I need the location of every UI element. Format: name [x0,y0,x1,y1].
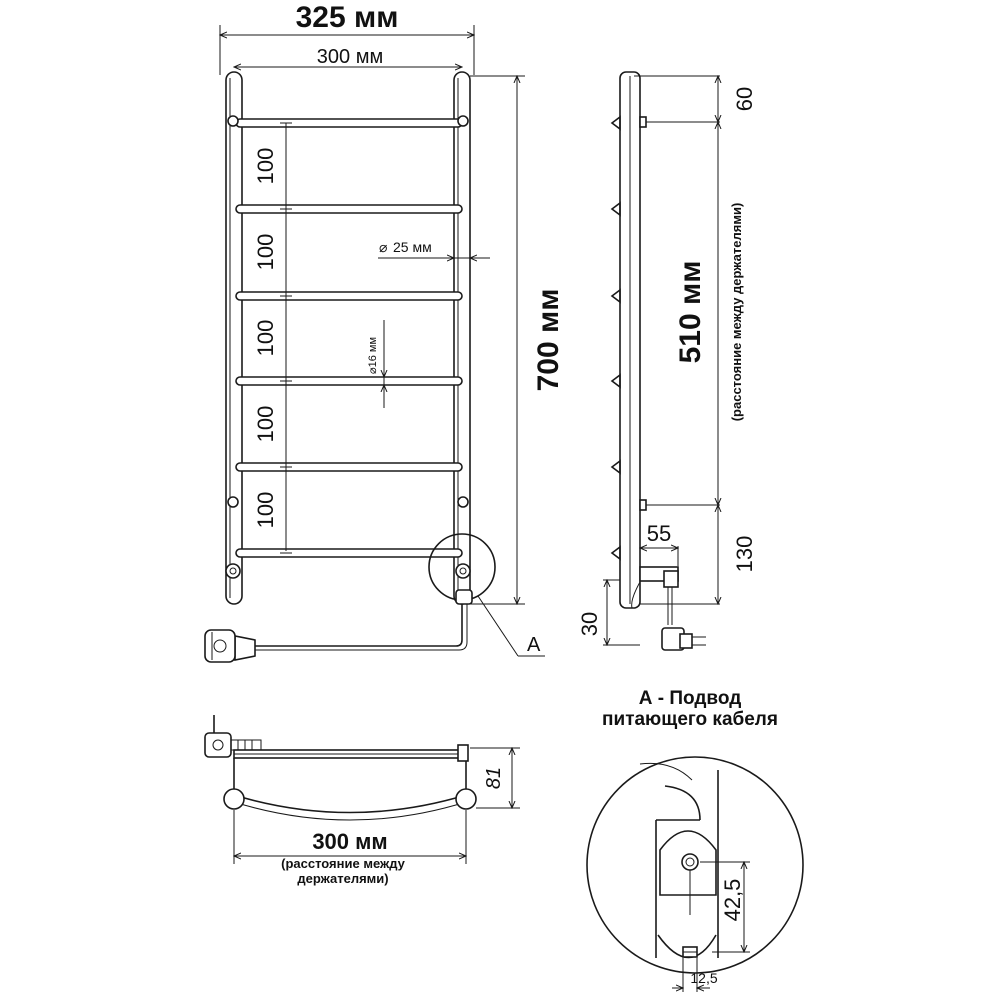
detail-width-label: 12,5 [690,970,717,986]
spacing-label-5: 100 [253,492,278,529]
rungs [235,118,463,558]
holder-distance-label: 510 мм [674,261,707,364]
top-holder-note-line1: (расстояние между [281,856,405,871]
top-view-plug [204,715,262,758]
side-connector [631,566,706,651]
callout-letter: A [527,634,541,656]
bottom-extension-label: 30 [577,612,602,636]
rung-diameter-label: ⌀16 мм [367,337,379,374]
depth-label: 81 [483,767,505,789]
top-view: 81 300 мм (расстояние между держателями) [204,715,520,886]
power-cable [204,589,473,663]
bottom-offset-label: 130 [732,536,757,573]
top-offset-label: 60 [732,87,757,111]
front-view: 325 мм 300 мм [204,1,565,663]
spacing-label-4: 100 [253,406,278,443]
detail-a: А - Подвод питающего кабеля 42,5 12,5 [586,688,804,992]
side-view: 60 510 мм (расстояние между держателями)… [577,71,757,651]
right-post [453,71,471,605]
side-rung-stubs [610,115,621,561]
height-label: 700 мм [532,289,565,392]
holder-distance-note: (расстояние между держателями) [729,203,744,422]
detail-height-label: 42,5 [720,879,745,922]
top-holder-distance-label: 300 мм [312,829,387,854]
detail-title-line2: питающего кабеля [602,709,778,730]
pipe-diameter-label: 25 мм [393,239,432,255]
top-holder-note-line2: держателями) [297,871,388,886]
pipe-diameter-symbol: ⌀ [379,239,387,255]
left-post [225,71,243,605]
bar-width-label: 300 мм [317,46,383,68]
spacing-label-3: 100 [253,320,278,357]
spacing-label-2: 100 [253,234,278,271]
wall-offset-label: 55 [647,521,671,546]
spacing-label-1: 100 [253,148,278,185]
detail-title-line1: А - Подвод [639,688,742,709]
overall-width-label: 325 мм [296,1,399,34]
holders [225,115,469,579]
